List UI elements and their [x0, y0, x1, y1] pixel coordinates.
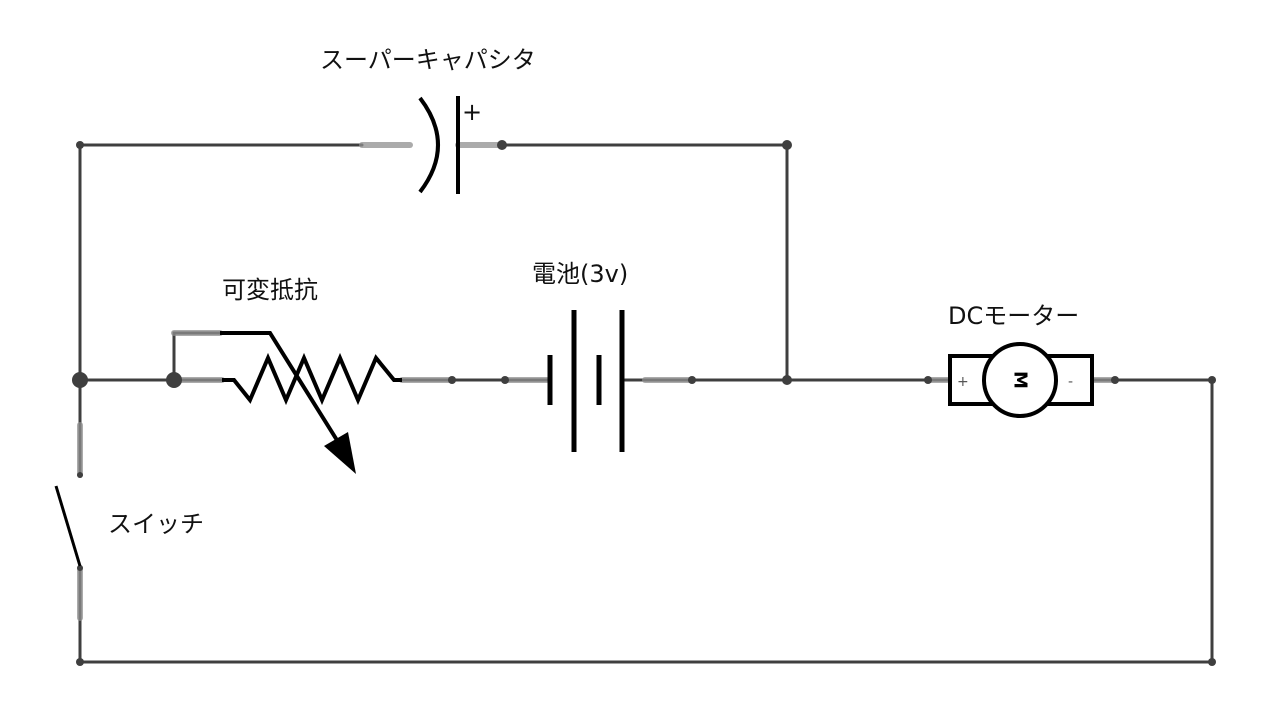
junctions: [72, 140, 1216, 666]
component-leads: [77, 142, 1118, 621]
battery-label: 電池(3v): [532, 260, 628, 288]
battery: 電池(3v): [532, 260, 628, 452]
motor-plus-sign: +: [957, 374, 969, 390]
wire-wiper-bypass: [172, 331, 272, 382]
switch-lever: [54, 485, 82, 567]
lead-end-bat-right: [688, 376, 696, 384]
switch: スイッチ: [54, 485, 204, 567]
resistor-zigzag: [222, 352, 402, 406]
junction-branch: [782, 375, 792, 385]
switch-terminal-top: [77, 472, 83, 478]
junction-left: [72, 372, 88, 388]
capacitor-plus-sign: +: [462, 98, 482, 126]
supercapacitor-label: スーパーキャパシタ: [320, 46, 536, 74]
lead-end-bat-left: [501, 376, 509, 384]
corner-bottom-right: [1208, 658, 1216, 666]
lead-end-res-right: [448, 376, 456, 384]
motor-m-letter: M: [1010, 371, 1031, 389]
switch-terminal-bottom: [77, 565, 83, 571]
variable-resistor-label: 可変抵抗: [222, 276, 318, 304]
corner-top-right: [782, 140, 792, 150]
lead-end-motor-right: [1111, 376, 1119, 384]
corner-right-top: [1208, 376, 1216, 384]
capacitor-curved-plate: [418, 96, 440, 194]
corner-top-left: [76, 141, 84, 149]
resistor-wiper-arrowhead: [324, 432, 356, 474]
switch-label: スイッチ: [108, 510, 204, 538]
resistor-wiper-line: [220, 331, 342, 447]
lead-end-cap-right: [497, 140, 507, 150]
variable-resistor: 可変抵抗: [220, 276, 402, 474]
lead-end-motor-left: [924, 376, 932, 384]
motor-rotor: [982, 342, 1058, 418]
dc-motor-label: DCモーター: [948, 302, 1079, 330]
dc-motor: + - M DCモーター: [948, 302, 1094, 418]
motor-minus-sign: -: [1068, 374, 1073, 390]
corner-bottom-left: [76, 658, 84, 666]
supercapacitor: + スーパーキャパシタ: [320, 46, 536, 194]
junction-wiper: [166, 372, 182, 388]
